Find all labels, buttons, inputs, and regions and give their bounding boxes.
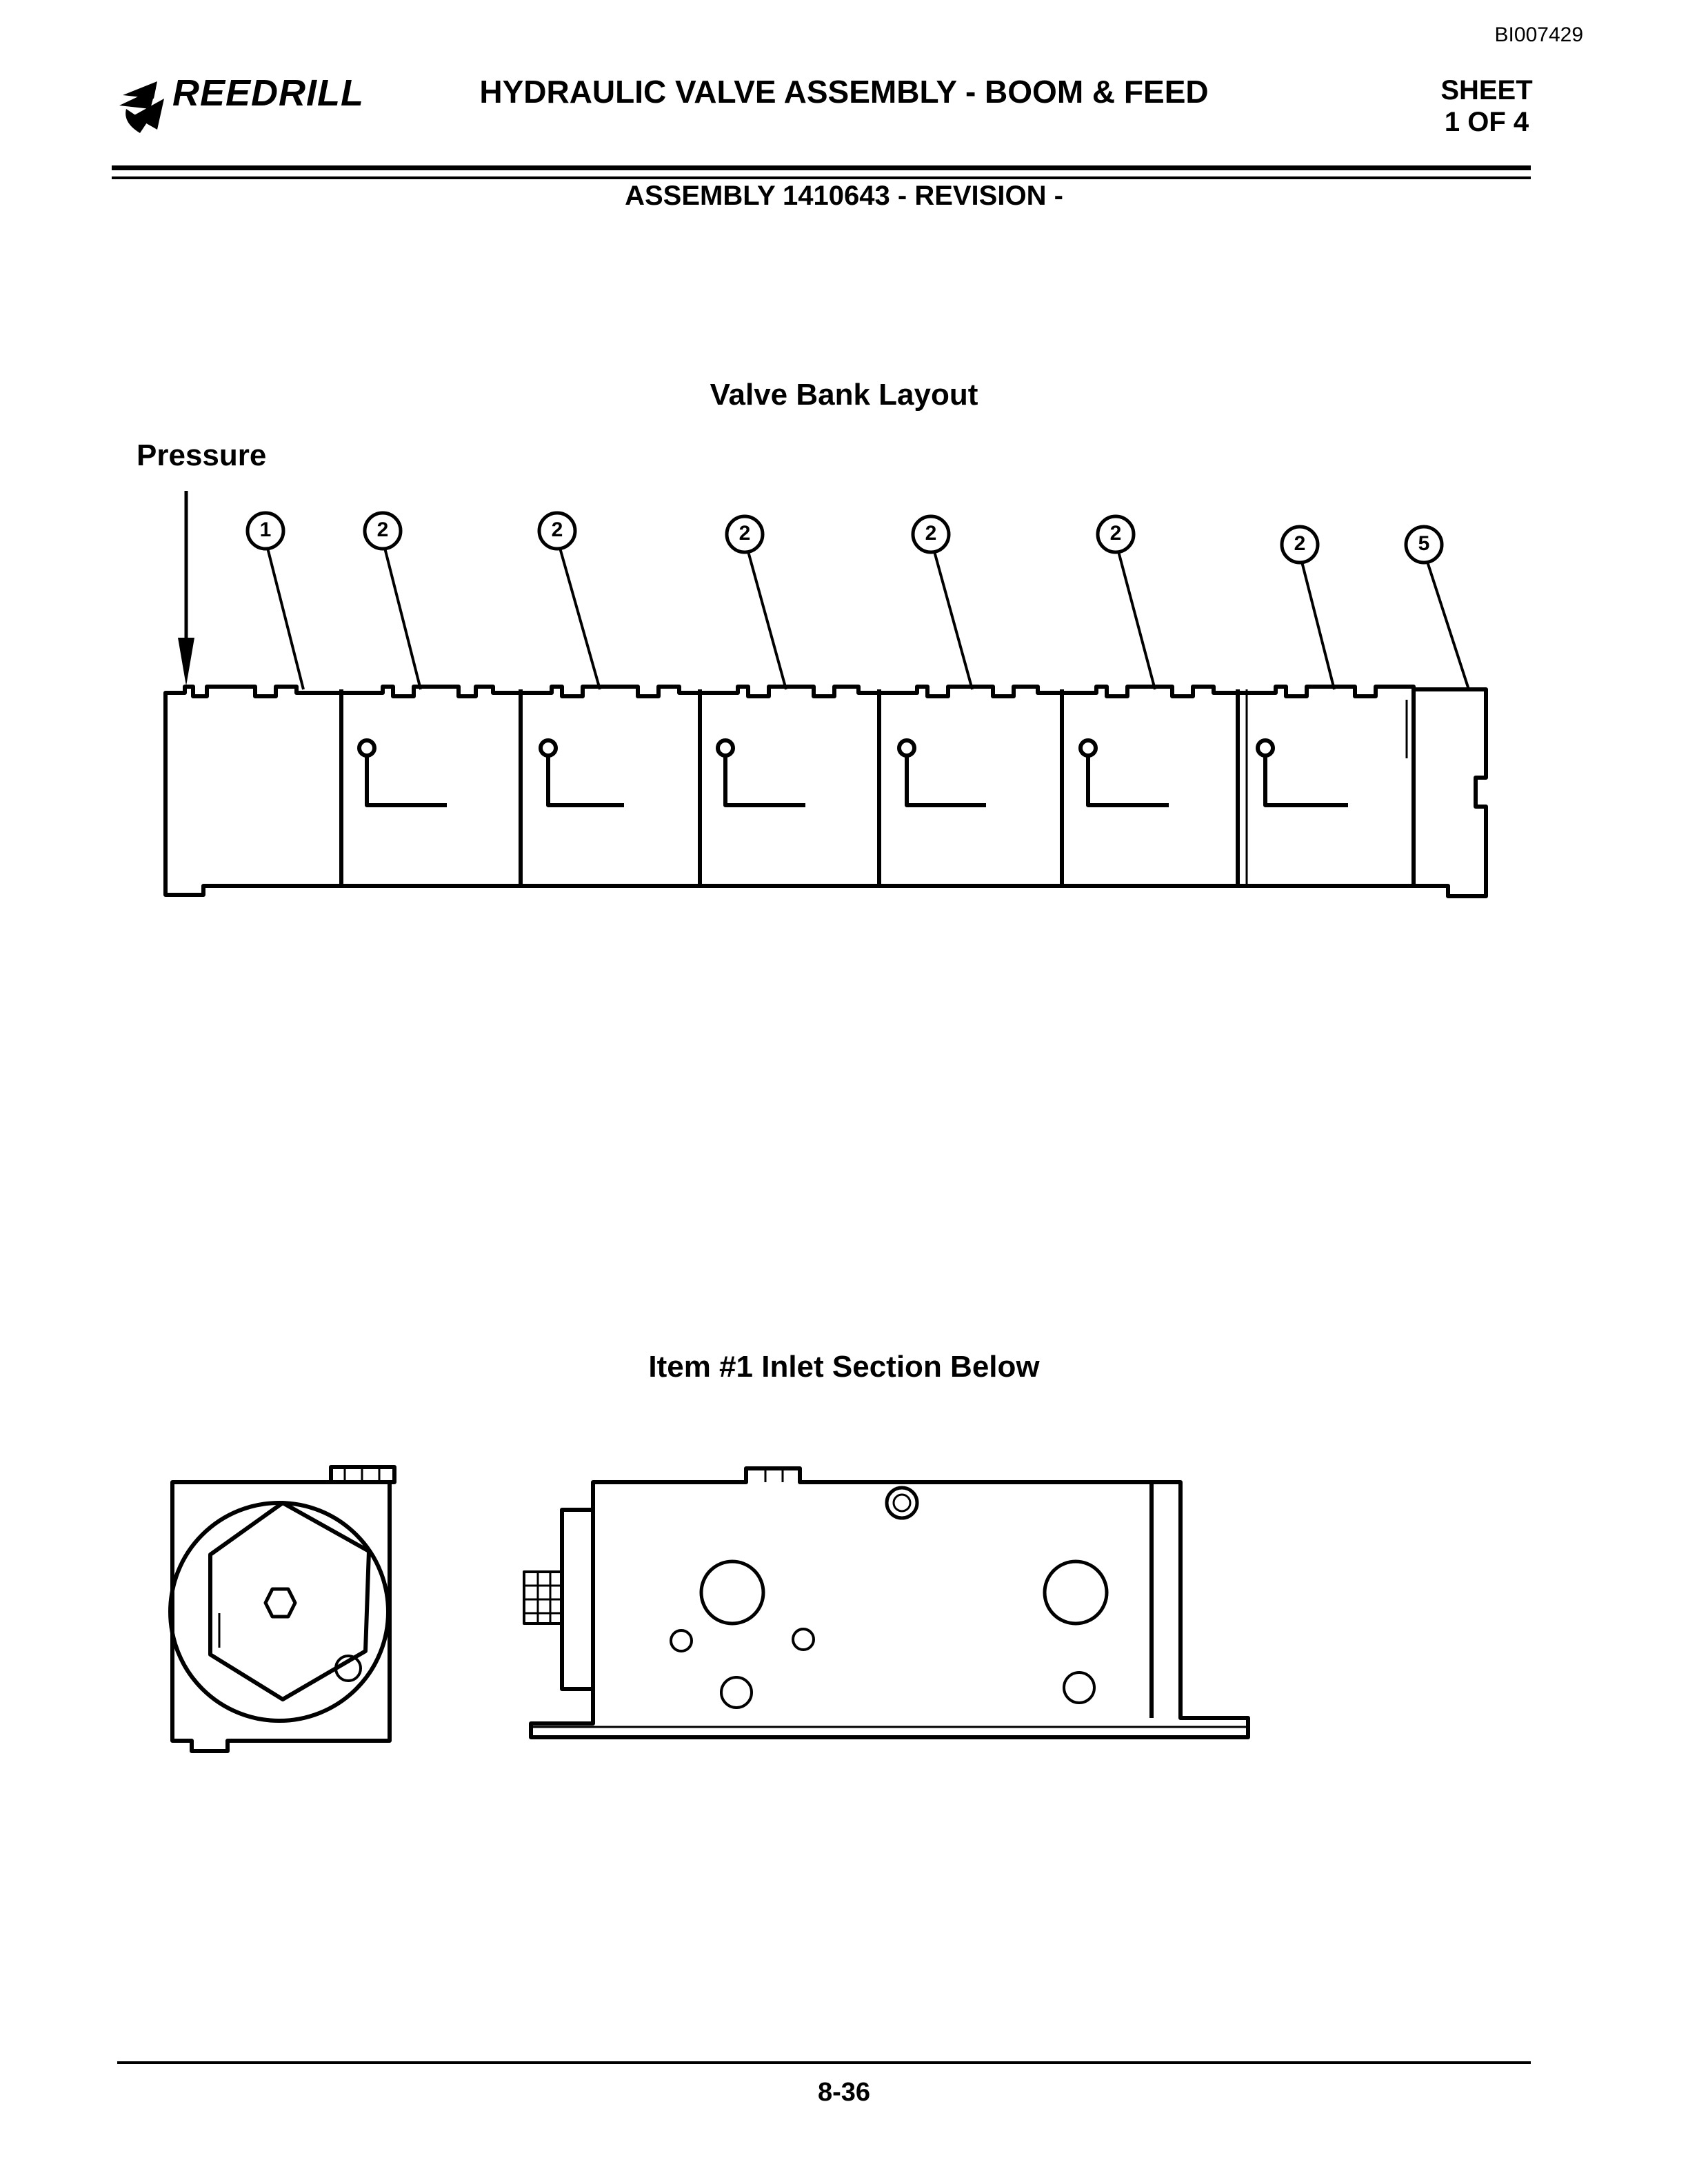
balloon-item-1 (245, 511, 285, 551)
sheet-count: 1 OF 4 (1444, 107, 1529, 137)
balloon-label-2b: 2 (551, 518, 563, 541)
inlet-end-view (168, 1465, 396, 1753)
balloon-label-5: 5 (1418, 532, 1430, 555)
valve-bank-heading: Valve Bank Layout (710, 378, 978, 412)
sheet-number: SHEET 1 OF 4 (1404, 74, 1569, 138)
balloon-item-5 (1404, 525, 1444, 565)
document-id: BI007429 (1494, 23, 1583, 46)
balloon-label-2d: 2 (925, 522, 937, 545)
balloon-item-2d (911, 514, 951, 554)
balloon-label-1: 1 (259, 518, 272, 541)
balloon-label-2a: 2 (376, 518, 389, 541)
page-number: 8-36 (817, 2078, 871, 2107)
valve-bank-body (163, 685, 1488, 898)
balloon-label-2c: 2 (738, 522, 751, 545)
balloon-item-2e (1096, 514, 1136, 554)
assembly-number: ASSEMBLY 1410643 - REVISION - (625, 181, 1063, 211)
balloon-leaders (266, 547, 1470, 690)
balloon-item-2f (1280, 525, 1320, 565)
header-rule-thick (112, 165, 1531, 170)
balloon-label-2e: 2 (1109, 522, 1122, 545)
balloon-item-2c (725, 514, 765, 554)
balloon-label-2f: 2 (1294, 532, 1306, 555)
balloon-item-2a (363, 511, 403, 551)
reedrill-logo-icon (119, 81, 164, 133)
footer-rule (117, 2061, 1531, 2064)
inlet-side-view (523, 1466, 1250, 1739)
sheet-label: SHEET (1440, 75, 1533, 105)
document-title: HYDRAULIC VALVE ASSEMBLY - BOOM & FEED (479, 74, 1209, 110)
header-rule-thin (112, 176, 1531, 179)
spool-handles (357, 738, 1348, 807)
balloon-item-2b (537, 511, 577, 551)
logo-text: REEDRILL (172, 72, 364, 114)
inlet-section-heading: Item #1 Inlet Section Below (648, 1350, 1040, 1384)
item-balloons (245, 511, 1444, 565)
pressure-label: Pressure (137, 438, 267, 472)
pressure-arrow (178, 491, 194, 686)
